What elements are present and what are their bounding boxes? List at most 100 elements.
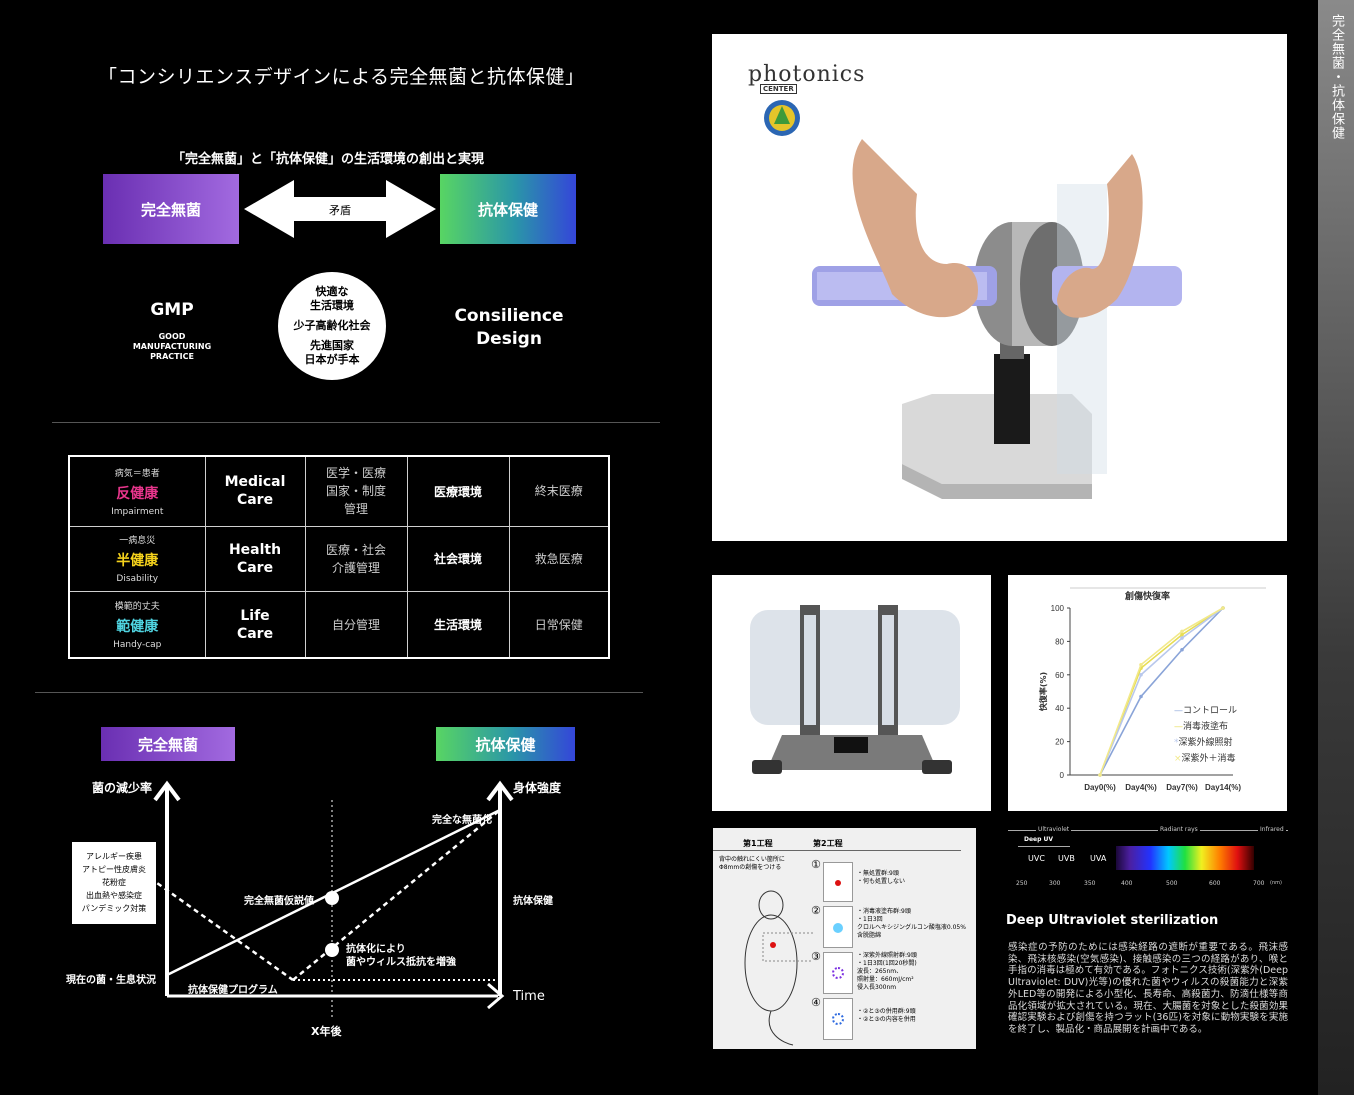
step-text-line: クロルヘキシジングルコン酸塩液0.05% <box>857 924 966 931</box>
step1-label: 第1工程 <box>743 839 773 848</box>
step-text-2: ・消毒液塗布群:9頭 ・1日3回 クロルヘキシジングルコン酸塩液0.05% 含脱… <box>857 908 966 940</box>
infrared-label: Infrared <box>1258 826 1286 833</box>
tick-700: 700 <box>1253 880 1265 887</box>
series-point <box>1139 694 1143 699</box>
device-photo-2 <box>712 575 991 811</box>
row-sub: Handy-cap <box>113 640 162 651</box>
step1-desc-2: Φ8mmの創傷をつける <box>719 864 782 871</box>
center-circle: 快適な 生活環境 少子高齢化社会 先進国家 日本が手本 <box>278 272 386 380</box>
program-label: 抗体保健プログラム <box>188 985 278 996</box>
step-text-line: ・1日3回 <box>857 916 883 923</box>
divider-2 <box>35 692 643 693</box>
tick-600: 600 <box>1209 880 1221 887</box>
step-thumb-3 <box>823 952 853 994</box>
effect-line-1: 抗体化により <box>346 944 406 955</box>
device-photo: photonics CENTER <box>712 34 1287 541</box>
time-label: Time <box>513 989 545 1004</box>
mgmt-2: 国家・制度 <box>325 484 386 499</box>
x-tick-label: Day4(%) <box>1125 783 1157 792</box>
step-num-4: ④ <box>811 996 821 1009</box>
series-point <box>1139 673 1143 677</box>
step-num-2: ② <box>811 904 821 917</box>
antibody-label: 抗体保健 <box>513 896 553 907</box>
duv-heading: Deep Ultraviolet sterilization <box>1006 913 1219 928</box>
legend-label: 消毒液塗布 <box>1183 722 1229 732</box>
series-line-3 <box>1099 607 1224 776</box>
tick-400: 400 <box>1121 880 1133 887</box>
step-text-line: ・②と③の内容を併用 <box>857 1016 916 1023</box>
y-right-label: 身体強度 <box>513 781 562 795</box>
note-2: アトピー性皮膚炎 <box>82 865 146 874</box>
gmp-sub-1: GOOD <box>158 332 186 341</box>
mgmt-2: 介護管理 <box>331 560 380 575</box>
series-point <box>1139 662 1143 667</box>
step1-desc: 背中の触れにくい箇所に Φ8mmの創傷をつける <box>719 856 785 872</box>
page-title: 「コンシリエンスデザインによる完全無菌と抗体保健」 <box>98 66 585 88</box>
step-text-line: 侵入長300nm <box>857 984 897 991</box>
deep-uv-label: Deep UV <box>1024 836 1054 843</box>
current-label: 現在の菌・生息状況 <box>66 975 156 986</box>
step-text-line: ・消毒液塗布群:9頭 <box>857 908 911 915</box>
y-tick-label: 100 <box>1051 604 1065 613</box>
consilience-line-1: Consilience <box>454 306 564 326</box>
note-1: アレルギー疾患 <box>86 852 142 861</box>
circle-line-5: 日本が手本 <box>304 353 360 366</box>
step-thumb-4 <box>823 998 853 1040</box>
cylinder-device-illustration <box>750 605 960 774</box>
row-main: 半健康 <box>116 553 159 570</box>
tick-unit: (nm) <box>1270 880 1282 886</box>
series-point <box>1180 647 1184 652</box>
step-text-line: ・深紫外線照射群:9頭 <box>857 952 917 959</box>
uva-label: UVA <box>1090 854 1107 863</box>
step-text-line: ・1日3回(1回20秒間) <box>857 960 917 967</box>
step-num-3: ③ <box>811 950 821 963</box>
gmp-block: GMP GOOD MANUFACTURING PRACTICE <box>112 300 232 362</box>
row-main: 範健康 <box>116 619 159 636</box>
center-emblem-icon <box>764 100 800 136</box>
legend-label: コントロール <box>1183 706 1238 716</box>
circle-line-4: 先進国家 <box>310 339 354 352</box>
step-text-line: 波長：265nm、 <box>857 968 903 975</box>
series-point <box>1180 636 1184 640</box>
care-1: Medical <box>224 474 286 491</box>
note-4: 出血熱や感染症 <box>86 891 142 900</box>
series-point <box>1221 606 1225 610</box>
series-point <box>1180 632 1184 637</box>
legend-item-2: —消毒液塗布 <box>1174 722 1229 732</box>
spectrum-bar <box>1116 846 1254 870</box>
tick-350: 350 <box>1084 880 1096 887</box>
contradiction-arrow <box>244 180 436 238</box>
env-cell: 医療環境 <box>406 455 510 527</box>
radiant-label: Radiant rays <box>1158 826 1200 833</box>
sterile-box: 完全無菌 <box>103 174 239 244</box>
spectrum-figure: Ultraviolet Radiant rays Infrared Deep U… <box>1008 826 1288 892</box>
y-tick-label: 80 <box>1055 637 1064 646</box>
effect-line-2: 菌やウィルス抵抗を増強 <box>346 957 456 968</box>
step-text-line: ・無処置群:9頭 <box>857 870 899 877</box>
antibody-box-small: 抗体保健 <box>436 727 575 761</box>
series-point <box>1180 629 1184 634</box>
uvb-label: UVB <box>1058 854 1075 863</box>
step-text-4: ・②と③の併用群:9頭 ・②と③の内容を併用 <box>857 1008 916 1024</box>
step-num-1: ① <box>811 858 821 871</box>
x-tick-label: X年後 <box>311 1025 342 1038</box>
step-text-line: ・何も処置しない <box>857 878 906 885</box>
side-tab-label: 完全無菌・抗体保健 <box>1329 14 1344 140</box>
rat-icon <box>744 890 813 1046</box>
y-left-label: 菌の減少率 <box>92 781 153 795</box>
legend-label: 深紫外＋消毒 <box>1181 754 1236 764</box>
med-cell: 救急医療 <box>508 525 610 593</box>
circle-line-3: 少子高齢化社会 <box>293 319 371 332</box>
y-tick-label: 20 <box>1055 738 1064 747</box>
duv-body: 感染症の予防のためには感染経路の遮断が重要である。飛沫感染、飛沫核感染(空気感染… <box>1008 942 1288 1035</box>
care-2: Care <box>236 625 274 642</box>
gmp-sub-2: MANUFACTURING <box>132 342 212 351</box>
row-top: 模範的丈夫 <box>114 602 160 613</box>
uv-label: Ultraviolet <box>1036 826 1072 833</box>
step2-label: 第2工程 <box>813 839 843 848</box>
uvc-label: UVC <box>1028 854 1045 863</box>
env-cell: 生活環境 <box>406 591 510 659</box>
